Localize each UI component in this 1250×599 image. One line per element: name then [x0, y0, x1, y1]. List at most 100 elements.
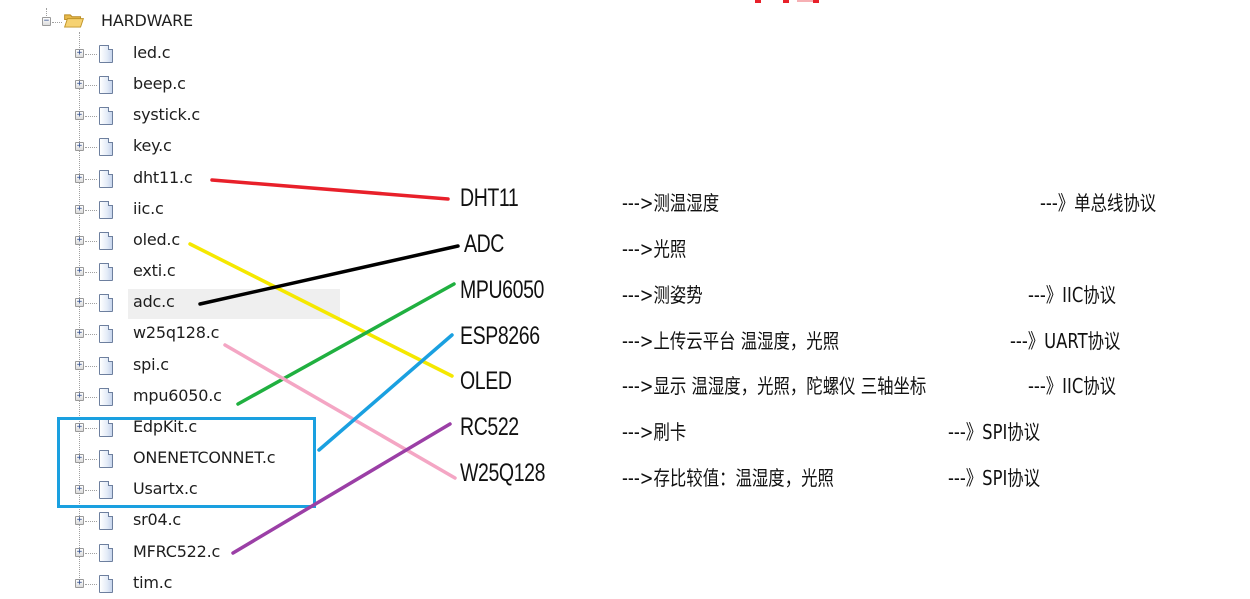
tree-connector — [85, 54, 97, 55]
tree-connector — [85, 303, 97, 304]
protocol-w25q128: ---》SPI协议 — [948, 466, 1041, 490]
file-icon — [99, 450, 113, 468]
file-label[interactable]: w25q128.c — [133, 323, 220, 342]
protocol-oled: ---》IIC协议 — [1028, 374, 1117, 398]
file-icon — [99, 76, 113, 94]
module-esp8266: ESP8266 — [460, 322, 540, 350]
module-rc522: RC522 — [460, 413, 519, 441]
selected-row-highlight — [128, 289, 340, 319]
title-fragment — [755, 0, 825, 4]
protocol-dht11: ---》单总线协议 — [1040, 191, 1157, 215]
line-dht11 — [210, 178, 450, 201]
file-label[interactable]: mpu6050.c — [133, 386, 222, 405]
expand-icon[interactable]: + — [75, 79, 84, 89]
root-guide-line — [46, 8, 47, 16]
tree-connector — [85, 428, 97, 429]
line-oled — [188, 242, 454, 378]
tree-connector — [85, 272, 97, 273]
expand-icon[interactable]: + — [75, 328, 84, 338]
line-mpu6050 — [236, 282, 456, 406]
file-label[interactable]: key.c — [133, 136, 172, 155]
protocol-mpu6050: ---》IIC协议 — [1028, 283, 1117, 307]
file-icon — [99, 201, 113, 219]
tree-connector — [85, 490, 97, 491]
expand-icon[interactable]: + — [75, 515, 84, 525]
tree-connector — [85, 241, 97, 242]
file-label[interactable]: exti.c — [133, 261, 176, 280]
expand-icon[interactable]: + — [75, 266, 84, 276]
file-icon — [99, 138, 113, 156]
tree-connector — [85, 553, 97, 554]
expand-icon[interactable]: + — [75, 360, 84, 370]
file-icon — [99, 419, 113, 437]
file-icon — [99, 45, 113, 63]
file-label[interactable]: dht11.c — [133, 168, 193, 187]
desc-dht11: --->测温湿度 — [622, 191, 720, 215]
file-label[interactable]: MFRC522.c — [133, 542, 221, 561]
file-label[interactable]: spi.c — [133, 355, 169, 374]
module-oled: OLED — [460, 367, 512, 395]
protocol-esp8266: ---》UART协议 — [1010, 329, 1121, 353]
expand-icon[interactable]: + — [75, 110, 84, 120]
tree-connector — [85, 210, 97, 211]
expand-icon[interactable]: + — [75, 235, 84, 245]
module-dht11: DHT11 — [460, 184, 519, 212]
expand-icon[interactable]: + — [75, 578, 84, 588]
file-label[interactable]: tim.c — [133, 573, 173, 592]
tree-connector — [85, 366, 97, 367]
line-w25q128 — [223, 343, 457, 480]
tree-connector — [52, 22, 62, 23]
file-icon — [99, 575, 113, 593]
file-icon — [99, 263, 113, 281]
desc-oled: --->显示 温湿度，光照，陀螺仪 三轴坐标 — [622, 374, 927, 398]
collapse-icon[interactable]: − — [42, 16, 51, 26]
file-label[interactable]: oled.c — [133, 230, 180, 249]
file-label[interactable]: adc.c — [133, 292, 175, 311]
expand-icon[interactable]: + — [75, 547, 84, 557]
protocol-rc522: ---》SPI协议 — [948, 420, 1041, 444]
file-label[interactable]: systick.c — [133, 105, 201, 124]
folder-open-icon — [63, 14, 85, 28]
expand-icon[interactable]: + — [75, 453, 84, 463]
expand-icon[interactable]: + — [75, 173, 84, 183]
file-icon — [99, 232, 113, 250]
file-icon — [99, 544, 113, 562]
tree-connector — [85, 179, 97, 180]
expand-icon[interactable]: + — [75, 391, 84, 401]
file-icon — [99, 294, 113, 312]
file-label[interactable]: sr04.c — [133, 510, 181, 529]
file-icon — [99, 357, 113, 375]
line-rc522 — [231, 422, 452, 555]
file-icon — [99, 388, 113, 406]
expand-icon[interactable]: + — [75, 48, 84, 58]
file-icon — [99, 325, 113, 343]
file-label[interactable]: led.c — [133, 43, 171, 62]
file-icon — [99, 512, 113, 530]
file-icon — [99, 170, 113, 188]
tree-connector — [85, 397, 97, 398]
tree-connector — [85, 459, 97, 460]
folder-label[interactable]: HARDWARE — [101, 11, 193, 30]
expand-icon[interactable]: + — [75, 141, 84, 151]
tree-connector — [85, 334, 97, 335]
file-label[interactable]: beep.c — [133, 74, 186, 93]
desc-adc: --->光照 — [622, 237, 687, 261]
expand-icon[interactable]: + — [75, 484, 84, 494]
file-icon — [99, 107, 113, 125]
desc-w25q128: --->存比较值：温湿度，光照 — [622, 466, 834, 490]
project-file-tree: − HARDWARE + led.c + beep.c + systick.c … — [0, 0, 360, 599]
expand-icon[interactable]: + — [75, 297, 84, 307]
tree-connector — [85, 147, 97, 148]
file-label[interactable]: EdpKit.c — [133, 417, 197, 436]
file-label[interactable]: Usartx.c — [133, 479, 198, 498]
tree-connector — [85, 116, 97, 117]
esp8266-file-group-box — [57, 417, 316, 508]
expand-icon[interactable]: + — [75, 204, 84, 214]
expand-icon[interactable]: + — [75, 422, 84, 432]
file-label[interactable]: iic.c — [133, 199, 164, 218]
desc-rc522: --->刷卡 — [622, 420, 687, 444]
tree-connector — [85, 85, 97, 86]
line-adc — [198, 244, 460, 306]
file-label[interactable]: ONENETCONNET.c — [133, 448, 276, 467]
